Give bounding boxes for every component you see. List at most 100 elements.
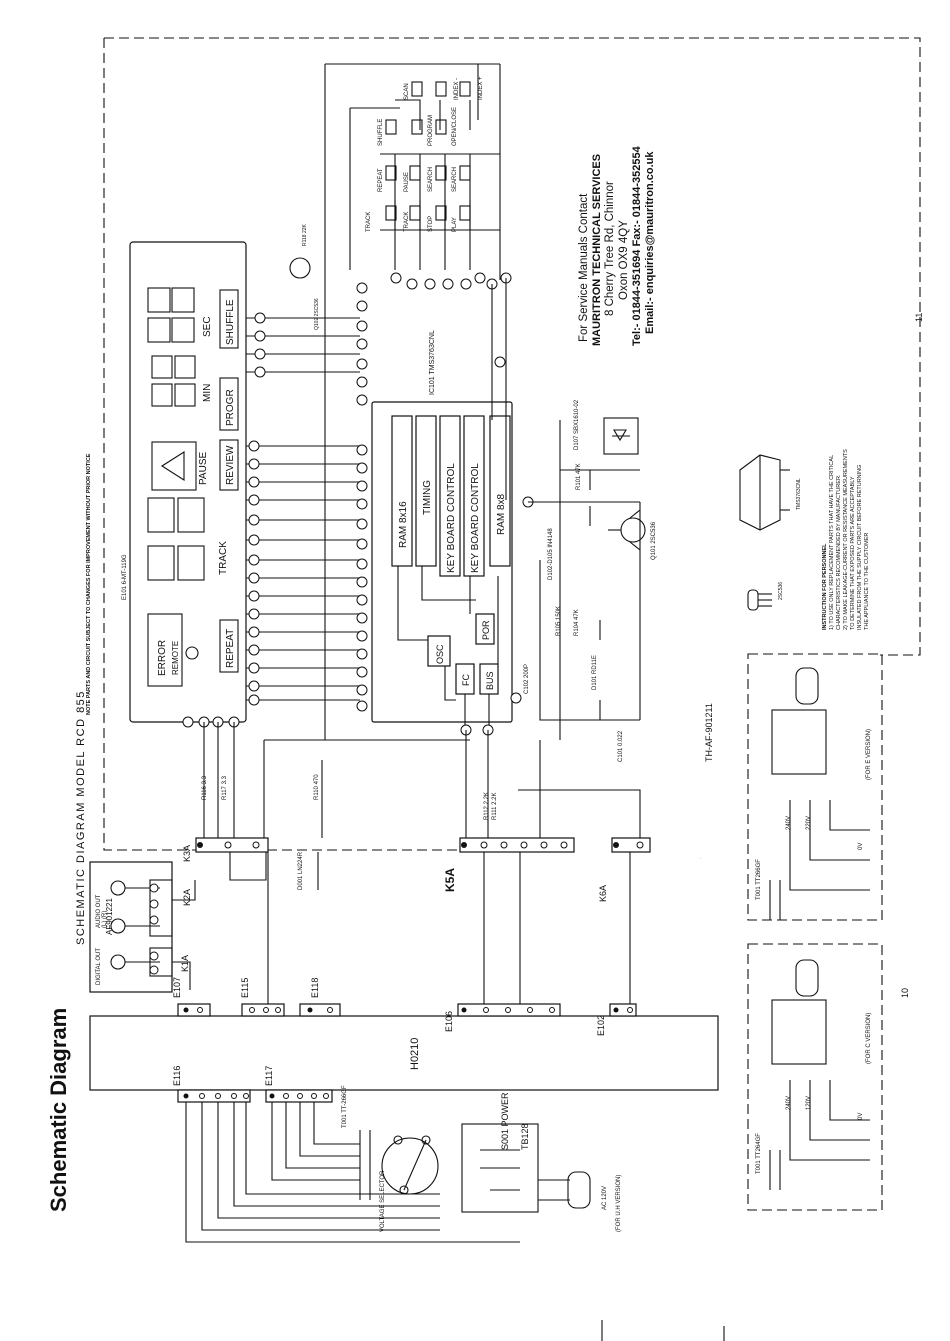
ic-pins <box>356 272 534 736</box>
sensor-circuit <box>528 417 646 740</box>
k5a-label: K5A <box>443 868 457 892</box>
t001-e-label: T001 TT266GF <box>756 859 762 900</box>
r105-label: R105 150K <box>556 606 562 636</box>
label-repeat: REPEAT <box>225 629 236 668</box>
r112-label: R112 2.2K <box>484 792 490 820</box>
page-number-right: 11 <box>914 313 924 322</box>
lr-label: (L) (R) <box>102 911 108 928</box>
e115-label: E115 <box>240 978 250 998</box>
q102-label: Q102 2SC536 <box>314 298 320 330</box>
label-progr: PROGR <box>225 389 236 426</box>
timing-label: TIMING <box>422 480 433 515</box>
c-v240-label: 240V <box>786 1096 792 1110</box>
ram-8x16-block <box>391 415 413 567</box>
c102-label: C102 200P <box>524 664 530 694</box>
c101-label: C101 0.022 <box>618 730 624 762</box>
d107-label: D107 SBX1610-02 <box>574 399 580 450</box>
power-switch-label: S001 POWER <box>500 1092 510 1150</box>
e-version-circuit <box>769 667 870 920</box>
d001-label: D001 LN224R <box>298 851 304 890</box>
t001-main-label: T001 TT-266GF <box>342 1085 348 1128</box>
board-ref: TH-AF-901211 <box>704 703 714 762</box>
instr-line-4: TO DETERMINE THAT EXPOSED PARTS ARE ACCE… <box>850 476 856 630</box>
contact-line-5: Tel:- 01844-351694 Fax:- 01844-352554 <box>631 145 643 346</box>
k2a-label: K2A <box>182 889 192 906</box>
instr-line-5: INSULATED FROM THE SUPPLY CIRCUIT BEFORE… <box>857 465 863 630</box>
key-sk3: STOP <box>428 216 434 232</box>
label-review: REVIEW <box>225 445 236 485</box>
key-sk9: SHUFFLE <box>378 119 384 146</box>
e118-label: E118 <box>310 978 320 998</box>
instr-title: INSTRUCTION FOR PERSONNEL <box>822 543 828 630</box>
display-ref: E101 6-MT-119G <box>122 554 128 600</box>
header-note: NOTE PARTS AND CIRCUIT SUBJECT TO CHANGE… <box>86 453 92 715</box>
c-version-circuit <box>769 959 870 1190</box>
instruction-notes: INSTRUCTION FOR PERSONNEL 1) TO USE ONLY… <box>822 449 870 630</box>
label-min: MIN <box>202 384 213 402</box>
key-sk1: TRACK <box>366 212 372 232</box>
ic-ref: IC101 TMS3763CNL <box>429 330 436 395</box>
k3a-label: K3A <box>182 845 192 862</box>
d101-label: D101 RD11E <box>592 655 598 690</box>
contact-line-6: Email:- enquiries@mauritron.co.uk <box>644 151 656 334</box>
t001-c-label: T001 TT264GF <box>756 1133 762 1174</box>
h0210-rail <box>89 1015 719 1091</box>
r118-label: R118 22K <box>302 223 308 246</box>
contact-line-3: 8 Cherry Tree Rd, Chinnor <box>604 181 616 316</box>
key-sk8: SEARCH <box>452 167 458 192</box>
d102-label: D102-D105 IN4148 <box>548 528 554 580</box>
r101-label: R101 47K <box>576 463 582 490</box>
ac-u-label: AC 120V <box>602 1186 608 1210</box>
key-switches <box>385 81 471 221</box>
r104-label: R104 47K <box>574 609 580 636</box>
h0210-label: H0210 <box>409 1038 421 1070</box>
por-block <box>475 613 495 645</box>
e117-label: E117 <box>264 1066 274 1086</box>
r116-label: R116 3.3 <box>202 775 208 800</box>
package-drawings <box>739 454 790 611</box>
e-v240-label: 240V <box>786 816 792 830</box>
e106-label: E106 <box>444 1011 454 1032</box>
h0210-connectors <box>177 1003 637 1103</box>
e-version-label: (FOR E VERSION) <box>866 729 872 780</box>
osc-label: OSC <box>435 644 445 664</box>
display-digits <box>147 287 205 581</box>
lower-wiring <box>203 722 641 1004</box>
osc-block <box>427 635 451 667</box>
key-sk13: INDEX - <box>454 78 460 100</box>
key-sk2: TRACK <box>404 212 410 232</box>
c-v120-label: 120V <box>806 1096 812 1110</box>
key-sk14: INDEX + <box>478 76 484 100</box>
label-remote: REMOTE <box>171 641 180 675</box>
r117-label: R117 3.3 <box>222 775 228 800</box>
keyboard-control-label-2: KEY BOARD CONTROL <box>470 463 481 573</box>
connector-strips <box>195 837 651 853</box>
fc-label: FC <box>461 674 471 686</box>
power-supply-u <box>185 1102 591 1243</box>
por-label: POR <box>481 620 491 640</box>
ic-pkg-label: TMS3763CNL <box>796 478 802 510</box>
instr-line-3: 2) TO MAKE LEAKAGE-CURRENT OR RESISTANCE… <box>843 449 849 630</box>
c-version-label: (FOR C VERSION) <box>866 1013 872 1064</box>
contact-line-2: MAURITRON TECHNICAL SERVICES <box>591 154 603 346</box>
voltage-selector-label: VOLTAGE SELECTOR <box>380 1170 386 1232</box>
page-number-left: 10 <box>900 988 910 998</box>
display-bus <box>246 317 360 701</box>
digital-out-label: DIGITAL OUT <box>96 948 102 985</box>
audio-out-label: AUDIO OUT <box>96 894 102 928</box>
c-version-box <box>747 943 883 1211</box>
keyboard-control-block-2 <box>463 415 485 577</box>
key-sk7: SEARCH <box>428 167 434 192</box>
contact-line-4: Oxon OX9 4QY <box>618 220 630 300</box>
key-sk5: REPEAT <box>378 168 384 192</box>
key-sk11: OPEN/CLOSE <box>452 107 458 146</box>
remote-icon <box>185 646 199 660</box>
label-track: TRACK <box>218 541 229 575</box>
c-v0-label: 0V <box>858 1113 864 1120</box>
e102-label: E102 <box>596 1015 606 1036</box>
key-sk10: PROGRAM <box>428 115 434 146</box>
ram-8x16-label: RAM 8x16 <box>398 501 409 548</box>
contact-line-1: For Service Manuals Contact <box>578 193 590 342</box>
instr-line-2: CHARACTERISTICS RECOMMENDED BY MANUFACTU… <box>836 474 842 630</box>
e-v220-label: 220V <box>806 816 812 830</box>
